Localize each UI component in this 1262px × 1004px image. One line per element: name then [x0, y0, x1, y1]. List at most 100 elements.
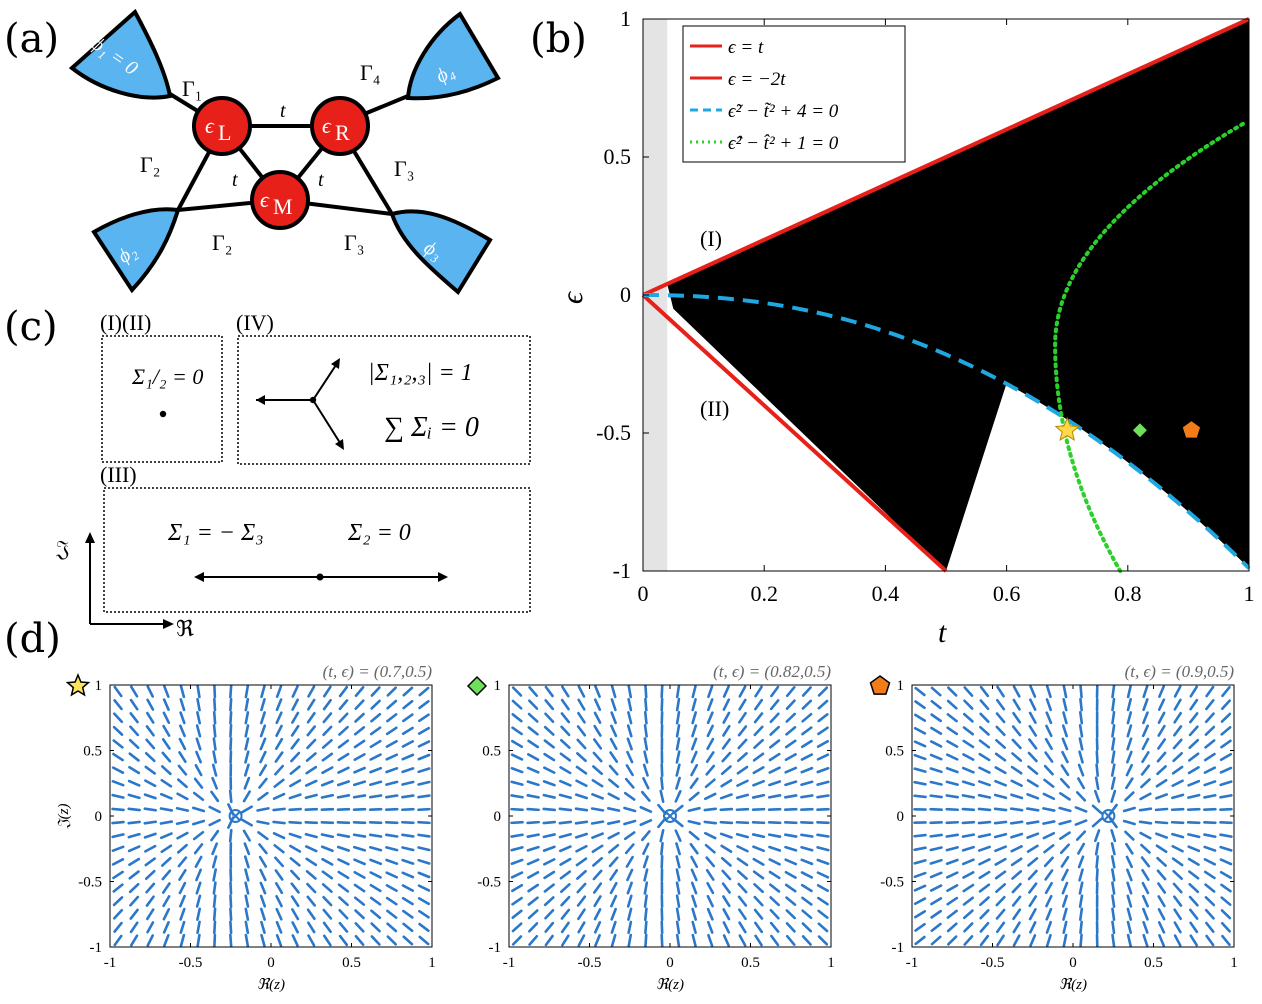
quiver-arrow — [914, 713, 927, 722]
quiver-arrow — [1188, 725, 1199, 737]
x-axis-label: ℜ(z) — [1059, 977, 1087, 993]
quiver-arrow — [800, 766, 814, 774]
quiver-arrow — [1095, 763, 1099, 777]
quiver-arrow — [979, 712, 990, 723]
marker-diamond — [1130, 421, 1149, 440]
quiver-arrow — [610, 920, 617, 934]
y-tick-label: -0.5 — [78, 875, 102, 891]
quiver-arrow — [244, 881, 250, 895]
quiver-arrow — [290, 724, 300, 737]
quiver-arrow — [737, 725, 748, 737]
quiver-arrow — [644, 920, 648, 935]
quiver-arrow — [913, 753, 927, 761]
quiver-arrow — [111, 807, 125, 812]
quiver-arrow — [128, 882, 140, 894]
quiver-arrow — [1172, 752, 1183, 763]
quiver-arrow — [510, 820, 524, 825]
quiver-arrow — [753, 738, 764, 749]
quiver-arrow — [707, 933, 714, 947]
quiver-arrow — [784, 739, 797, 749]
quiver-arrow — [1189, 712, 1199, 724]
quiver-arrow — [275, 894, 283, 908]
quiver-arrow — [1062, 907, 1068, 921]
quiver-arrow — [196, 907, 202, 921]
quiver-arrow — [145, 725, 155, 737]
site-M-symbol: ϵ — [260, 187, 270, 212]
quiver-arrow — [607, 831, 620, 840]
quiver-arrow — [610, 933, 617, 948]
quiver-arrow — [385, 896, 398, 906]
quiver-arrow — [385, 780, 399, 786]
quiver-arrow — [289, 857, 301, 867]
quiver-arrow — [610, 711, 617, 725]
quiver-arrow — [256, 820, 270, 825]
quiver-arrow — [914, 910, 927, 919]
quiver-arrow — [1059, 792, 1071, 801]
quiver-arrow — [417, 807, 431, 812]
quiver-arrow — [1028, 711, 1037, 724]
quiver-arrow — [1011, 725, 1022, 737]
quiver-arrow — [768, 752, 781, 762]
quiver-arrow — [735, 820, 750, 825]
quiver-arrow — [979, 725, 990, 736]
quiver-arrow — [1142, 685, 1149, 699]
quiver-arrow — [978, 766, 991, 774]
quiver-arrow — [306, 725, 317, 737]
quiver-arrow — [691, 920, 697, 934]
quiver-arrow — [722, 908, 731, 921]
quiver-arrow — [322, 725, 333, 737]
quiver-arrow — [961, 858, 975, 866]
quiver-arrow — [417, 846, 431, 852]
quiver-arrow — [511, 726, 523, 736]
quiver-arrow — [1173, 921, 1182, 934]
quiver-arrow — [274, 869, 284, 881]
quiver-arrow — [1126, 750, 1133, 764]
quiver-arrow — [608, 764, 619, 776]
quiver-arrow — [1155, 778, 1168, 788]
quiver-arrow — [544, 685, 554, 698]
quiver-arrow — [1219, 752, 1233, 762]
quiver-arrow — [706, 881, 715, 895]
y-tick-label: 1 — [95, 678, 103, 694]
quiver-arrow — [1011, 870, 1023, 880]
quiver-arrow — [146, 934, 154, 947]
quiver-arrow — [1204, 712, 1215, 724]
quiver-arrow — [979, 909, 990, 920]
quiver-arrow — [259, 750, 267, 764]
quiver-arrow — [1060, 764, 1070, 777]
quiver-arrow — [785, 699, 796, 710]
quiver-arrow — [161, 882, 171, 894]
quiver-arrow — [1140, 843, 1151, 854]
quiver-arrow — [306, 738, 317, 750]
quiver-arrow — [1220, 726, 1232, 736]
quiver-arrow — [144, 857, 156, 867]
quiver-arrow — [1111, 684, 1116, 699]
box-I-II-title: (I)(II) — [100, 310, 151, 335]
quiver-arrow — [304, 793, 318, 800]
quiver-arrow — [1028, 908, 1037, 921]
quiver-arrow — [945, 858, 959, 866]
quiver-arrow — [590, 807, 605, 812]
quiver-arrow — [417, 780, 431, 786]
center-marker — [663, 809, 677, 823]
quiver-arrow — [784, 870, 797, 879]
quiver-arrow — [1126, 724, 1133, 738]
quiver-arrow — [1042, 792, 1056, 801]
quiver-arrow — [544, 921, 555, 933]
quiver-arrow — [784, 845, 798, 852]
quiver-arrow — [195, 868, 202, 882]
quiver-arrow — [626, 737, 633, 751]
quiver-arrow — [1141, 894, 1149, 908]
quiver-arrow — [625, 764, 634, 777]
quiver-arrow — [946, 739, 959, 748]
quiver-arrow — [527, 883, 540, 893]
quiver-arrow — [979, 896, 990, 907]
quiver-arrow — [526, 794, 540, 799]
quiver-arrow — [320, 779, 334, 787]
quiver-arrow — [738, 908, 747, 921]
x-tick-label: 0 — [1069, 955, 1077, 971]
quiver-arrow — [576, 869, 587, 880]
quiver-arrow — [1157, 921, 1166, 934]
quiver-arrow — [385, 766, 399, 774]
quiver-arrow — [127, 807, 141, 812]
